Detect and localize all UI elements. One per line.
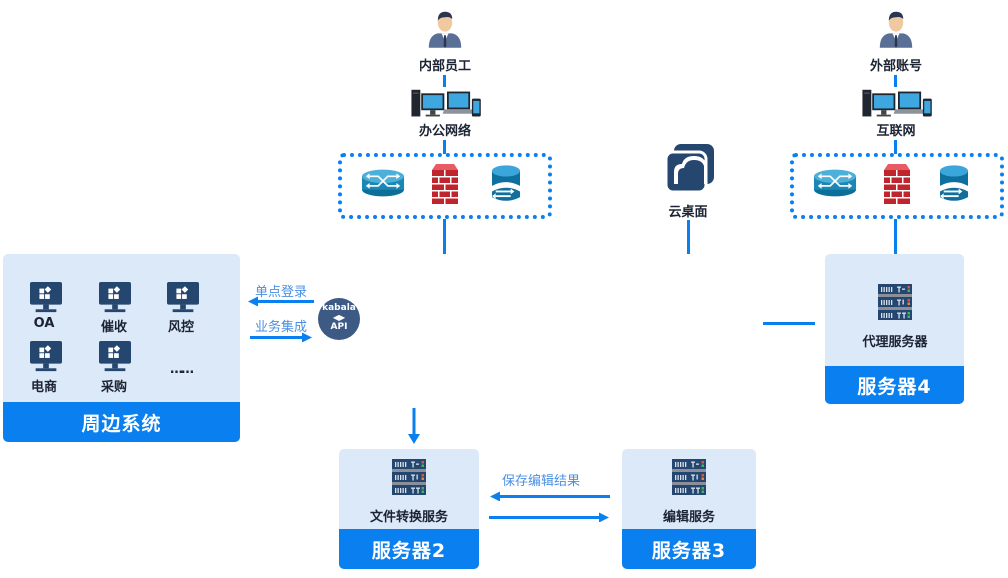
external-user-label: 外部账号 [869, 59, 923, 74]
service-nosql: NOSQL数据库 [646, 335, 736, 350]
business-integration-label: 业务集成 [255, 320, 308, 335]
server-rack-icon [401, 284, 435, 320]
cloud-desktop-icon [666, 144, 714, 192]
office-network-label: 办公网络 [418, 124, 472, 139]
server3-title: 服务器3 [622, 529, 756, 569]
server1-title: 服务器1 [341, 365, 757, 405]
app-monitor-icon [30, 341, 62, 373]
router-icon [813, 168, 857, 198]
service-proxy: 代理服务器 [862, 335, 928, 350]
connector [763, 322, 815, 325]
server-rack-icon [585, 284, 619, 320]
internal-security-group [338, 153, 552, 219]
peripheral-systems-panel: OA 催收 风控 电商 采购 …… 周边系统 [3, 254, 240, 442]
service-app-server: 应用服务器 [386, 335, 452, 350]
save-edit-result-label: 保存编辑结果 [502, 474, 581, 489]
server-rack-icon [392, 459, 426, 495]
cloud-desktop-label: 云桌面 [668, 205, 708, 220]
arrow-down [408, 408, 420, 444]
arrow-left [490, 491, 610, 501]
server-rack-icon [674, 284, 708, 320]
firewall-icon [432, 164, 458, 204]
database-sync-icon [492, 165, 520, 203]
plug-icon: ◀▶ [332, 313, 346, 322]
server2-title: 服务器2 [339, 529, 479, 569]
server2-panel: 文件转换服务 服务器2 [339, 449, 479, 569]
internet-devices-icon [858, 88, 938, 120]
arrow-right [489, 512, 609, 522]
server1-panel: 应用服务器 元数据服务 存储服务 NOSQL数据库 服务器1 [341, 254, 757, 405]
server4-panel: 代理服务器 服务器4 [825, 254, 964, 404]
system-procurement: 采购 [100, 380, 128, 395]
more-systems: …… [170, 362, 194, 377]
server3-panel: 编辑服务 服务器3 [622, 449, 756, 569]
arrow-left [248, 296, 314, 306]
server4-title: 服务器4 [825, 366, 964, 404]
service-metadata: 元数据服务 [473, 335, 539, 350]
service-storage: 存储服务 [576, 335, 630, 350]
external-security-group [790, 153, 1004, 219]
service-editing: 编辑服务 [662, 510, 716, 525]
server-rack-icon [878, 284, 912, 320]
sso-label: 单点登录 [255, 285, 308, 300]
connector [443, 75, 446, 87]
api-badge-line1: kabala [322, 303, 356, 313]
router-icon [361, 168, 405, 198]
connector [894, 75, 897, 87]
app-monitor-icon [99, 341, 131, 373]
kabala-api-badge: kabala ◀▶ API [318, 298, 360, 340]
system-risk-control: 风控 [167, 320, 195, 335]
peripheral-title: 周边系统 [3, 402, 240, 442]
connector [894, 219, 897, 254]
external-user-icon [878, 8, 914, 48]
app-monitor-icon [167, 282, 199, 314]
connector [894, 140, 897, 154]
internet-label: 互联网 [876, 124, 916, 139]
server-rack-icon [489, 284, 523, 320]
api-badge-line2: API [330, 322, 348, 332]
internal-user-label: 内部员工 [418, 59, 472, 74]
arrow-right [250, 332, 312, 342]
internal-user-icon [427, 8, 463, 48]
system-oa: OA [33, 316, 55, 331]
database-sync-icon [940, 165, 968, 203]
server-rack-icon [672, 459, 706, 495]
service-file-conversion: 文件转换服务 [369, 510, 449, 525]
connector [443, 219, 446, 254]
system-collection: 催收 [100, 320, 128, 335]
system-ecommerce: 电商 [30, 380, 58, 395]
app-monitor-icon [99, 282, 131, 314]
connector [443, 140, 446, 154]
office-devices-icon [407, 88, 487, 120]
firewall-icon [884, 164, 910, 204]
app-monitor-icon [30, 282, 62, 314]
connector [687, 220, 690, 254]
